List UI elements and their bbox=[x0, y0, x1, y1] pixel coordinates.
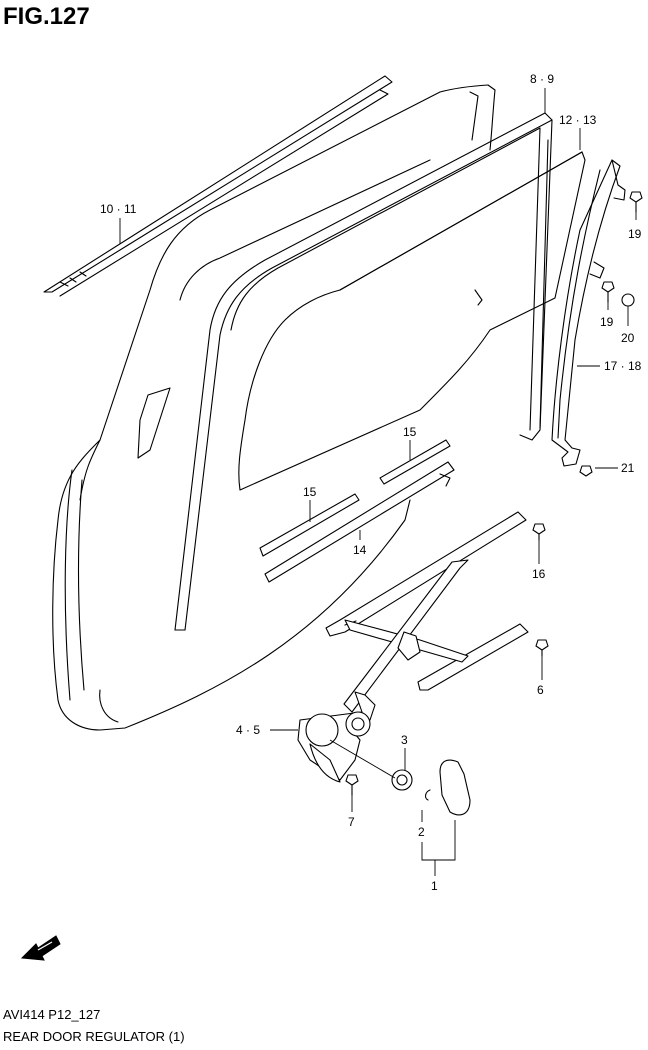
crank-handle bbox=[391, 759, 471, 816]
callout-6: 6 bbox=[537, 683, 544, 697]
callout-20: 20 bbox=[621, 331, 635, 345]
callout-16: 16 bbox=[532, 567, 546, 581]
door-panel bbox=[52, 84, 496, 731]
fasteners bbox=[345, 191, 643, 796]
figure-name: REAR DOOR REGULATOR (1) bbox=[3, 1029, 185, 1044]
window-regulator bbox=[297, 511, 529, 783]
callout-2: 2 bbox=[418, 825, 425, 839]
figure-title: FIG.127 bbox=[3, 3, 90, 30]
callouts: 8 · 9 12 · 13 10 · 11 19 19 20 17 · 18 2… bbox=[100, 72, 642, 893]
callout-21: 21 bbox=[621, 461, 635, 475]
door-glass bbox=[238, 151, 586, 491]
inner-strips bbox=[259, 439, 455, 583]
run-channel bbox=[551, 159, 626, 467]
callout-12-13: 12 · 13 bbox=[559, 113, 597, 127]
callout-10-11: 10 · 11 bbox=[100, 202, 137, 216]
callout-8-9: 8 · 9 bbox=[530, 72, 554, 86]
figure-code: AVI414 P12_127 bbox=[3, 1007, 101, 1022]
callout-19-lower: 19 bbox=[600, 315, 614, 329]
callout-17-18: 17 · 18 bbox=[604, 359, 642, 373]
callout-3: 3 bbox=[401, 733, 408, 747]
leader-lines bbox=[119, 88, 637, 876]
callout-4-5: 4 · 5 bbox=[236, 723, 260, 737]
door-sash bbox=[174, 112, 553, 631]
callout-7: 7 bbox=[348, 815, 355, 829]
belt-weatherstrip bbox=[43, 75, 393, 297]
callout-15-upper: 15 bbox=[403, 425, 417, 439]
callout-14: 14 bbox=[353, 543, 367, 557]
callout-15-lower: 15 bbox=[303, 485, 317, 499]
callout-19-upper: 19 bbox=[628, 227, 642, 241]
fwd-arrow-icon bbox=[20, 935, 61, 961]
callout-1: 1 bbox=[431, 879, 438, 893]
